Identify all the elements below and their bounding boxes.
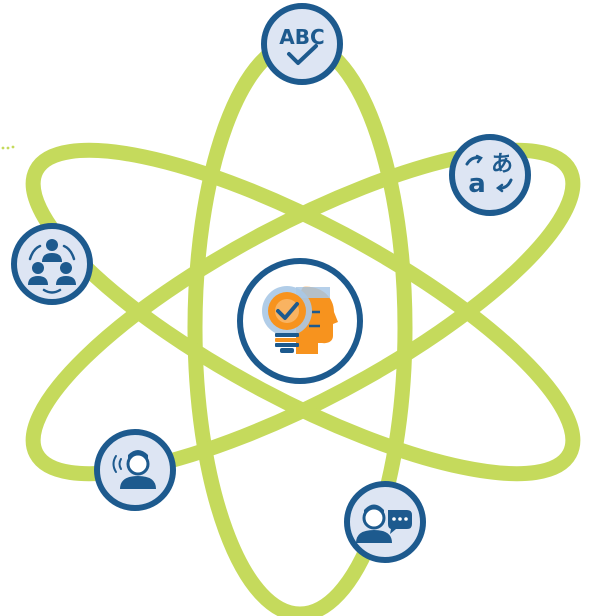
node-person-speaking [94,429,176,511]
checkmark-icon [287,44,318,65]
node-person-chat [344,481,426,563]
orbit-ascending [25,142,581,482]
lightbulb-head-icon [262,286,338,354]
person-speaking-icon [112,450,156,489]
person-chat-icon [356,504,412,543]
translate-japanese-char: あ [491,152,513,177]
node-abc-check: ABC [261,3,343,85]
center-node [237,258,363,384]
node-translate: a あ [449,134,531,216]
translate-icon: a あ [465,152,513,199]
translate-latin-char: a [468,169,486,199]
node-group-exchange [11,223,93,305]
group-exchange-icon [28,239,76,294]
orbit-descending [25,142,581,482]
decorative-dots [1,145,15,150]
